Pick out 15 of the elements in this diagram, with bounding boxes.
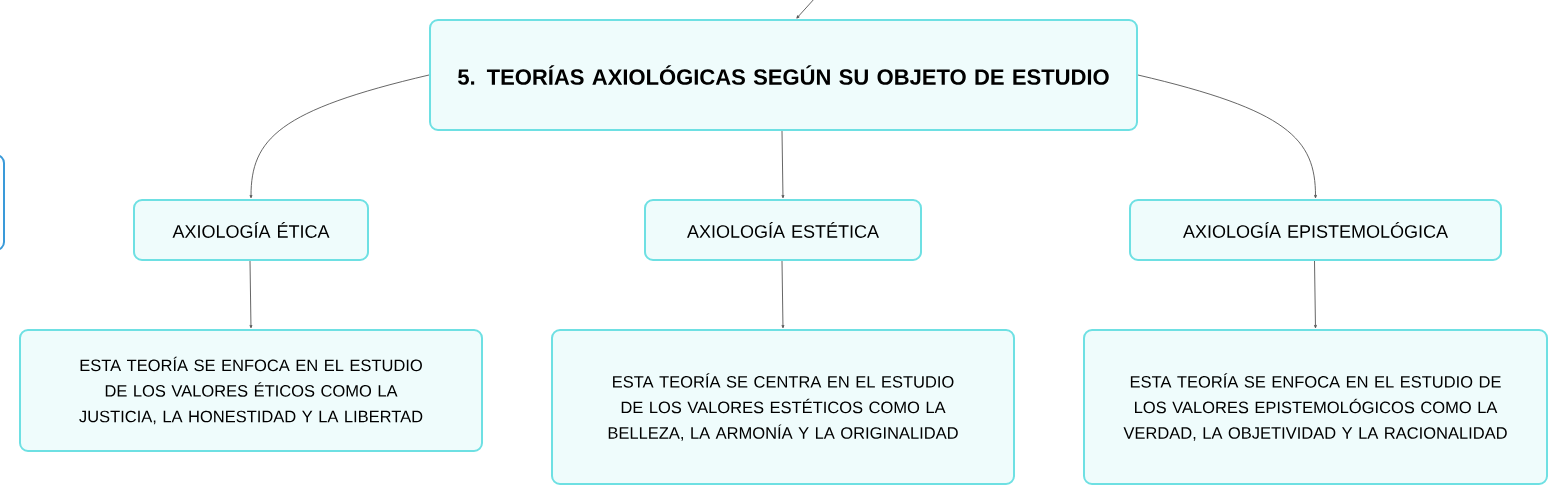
title-box: 5. TEORÍAS AXIOLÓGICAS SEGÚN SU OBJETO DE ESTUDIO	[429, 19, 1138, 131]
arrow	[1314, 260, 1317, 329]
arrow	[249, 260, 253, 329]
description-box: ESTA TEORÍA SE CENTRA EN EL ESTUDIO DE LOS VALORES ESTÉTICOS COMO LA BELLEZA, LA ARMONÍA Y LA ORIGINALIDAD	[551, 329, 1015, 485]
arrow	[796, 0, 816, 19]
arrow	[1137, 74, 1317, 199]
partial-box	[0, 154, 5, 251]
topic-box: AXIOLOGÍA EPISTEMOLÓGICA	[1129, 199, 1502, 261]
arrow	[249, 74, 430, 199]
topic-box: AXIOLOGÍA ESTÉTICA	[644, 199, 922, 261]
topic-box: AXIOLOGÍA ÉTICA	[133, 199, 369, 261]
arrow	[781, 130, 785, 199]
description-box: ESTA TEORÍA SE ENFOCA EN EL ESTUDIO DE LOS VALORES EPISTEMOLÓGICOS COMO LA VERDAD, LA OBJETIVIDAD Y LA RACIONALIDAD	[1083, 329, 1548, 485]
arrow	[781, 260, 785, 329]
description-box: ESTA TEORÍA SE ENFOCA EN EL ESTUDIO DE LOS VALORES ÉTICOS COMO LA JUSTICIA, LA HONESTIDAD Y LA LIBERTAD	[19, 329, 483, 452]
